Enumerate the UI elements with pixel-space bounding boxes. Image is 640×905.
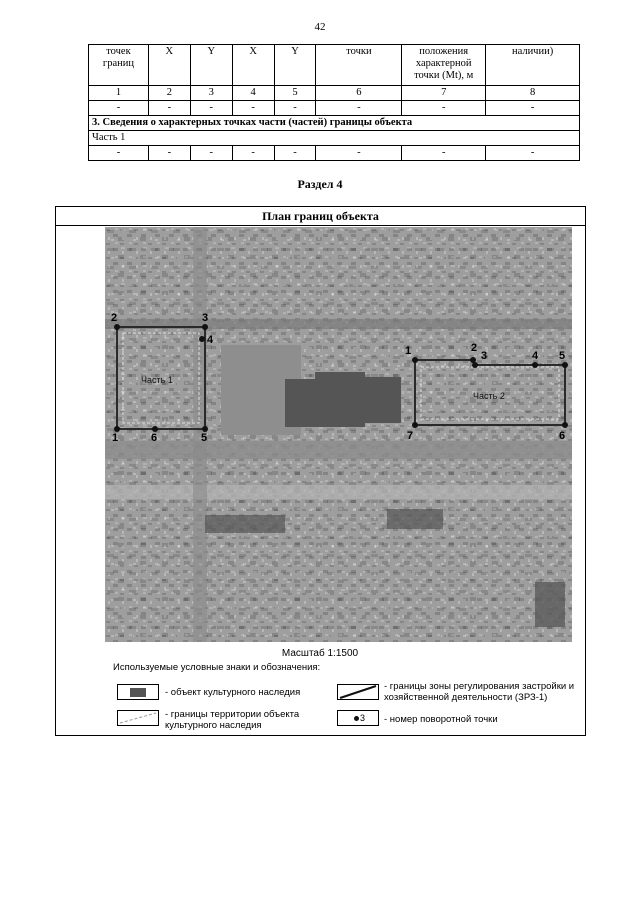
turning-point: 5: [201, 426, 208, 444]
table-cell: -: [273, 145, 317, 161]
table-cell: -: [88, 145, 149, 161]
header-cell: точки: [315, 44, 403, 86]
legend-heading: Используемые условные знаки и обозначени…: [113, 662, 321, 673]
header-cell: точек границ: [88, 44, 149, 86]
header-cell: Y: [189, 44, 233, 86]
table-header-row: точек границ X Y X Y точки положения хар…: [88, 44, 580, 86]
turning-point: 3: [202, 312, 208, 330]
turning-point-swatch: 3: [337, 710, 379, 726]
table-cell: -: [231, 100, 275, 116]
building: [205, 515, 285, 533]
part-label: Часть 1: [88, 130, 580, 146]
road: [193, 227, 207, 642]
table-cell: -: [189, 145, 233, 161]
table-cell: 2: [147, 85, 191, 101]
table-cell: 4: [231, 85, 275, 101]
turning-point: 2: [470, 342, 477, 363]
building: [535, 582, 565, 627]
plan-frame: План границ объекта: [55, 206, 586, 736]
road: [105, 485, 572, 499]
plan-map: 2 3 4 1 6 5 Часть 1 1 2 3 4 5 7 6 Часть …: [105, 227, 572, 642]
turning-point: 2: [111, 312, 120, 330]
table-cell: -: [231, 145, 275, 161]
table-cell: 8: [485, 85, 580, 101]
coordinates-table: точек границ X Y X Y точки положения хар…: [88, 44, 580, 161]
point-label: 6: [151, 432, 157, 444]
heritage-object: [285, 372, 401, 427]
part2-inner: [420, 366, 560, 420]
road: [105, 319, 572, 329]
table-cell: -: [315, 100, 403, 116]
turning-point: 4: [199, 334, 214, 346]
legend-zone-boundary: - границы зоны регулирования застройки и…: [384, 681, 575, 703]
header-cell: положения характерной точки (Mt), м: [401, 44, 487, 86]
turning-point: 6: [151, 426, 158, 444]
legend-heritage-object: - объект культурного наследия: [165, 687, 301, 698]
point-label: 2: [471, 342, 477, 354]
turning-point: 4: [532, 350, 539, 368]
table-row: - - - - - - - -: [88, 100, 580, 116]
territory-boundary-swatch: [117, 710, 159, 726]
header-cell: X: [231, 44, 275, 86]
turning-point: 7: [407, 422, 418, 442]
legend-turning-point: - номер поворотной точки: [384, 714, 498, 725]
road: [105, 441, 572, 459]
heritage-object-swatch: [117, 684, 159, 700]
table-cell: 5: [273, 85, 317, 101]
point-label: 2: [111, 312, 117, 324]
point-label: 4: [532, 350, 539, 362]
turning-point: 6: [559, 422, 568, 442]
map-scale: Масштаб 1:1500: [281, 648, 359, 659]
turning-point: 3: [472, 350, 487, 368]
turning-point: 1: [112, 426, 120, 444]
point-label: 4: [207, 334, 214, 346]
table-cell: -: [147, 100, 191, 116]
section-title: Раздел 4: [297, 177, 343, 191]
building: [387, 509, 443, 529]
table-cell: -: [189, 100, 233, 116]
zone-boundary-swatch: [337, 684, 379, 700]
turning-point: 5: [559, 350, 568, 368]
turning-point-sample: 3: [360, 713, 366, 723]
table-cell: 6: [315, 85, 403, 101]
point-label: 5: [559, 350, 565, 362]
turning-point-dot-icon: [354, 716, 359, 721]
table-row: - - - - - - - -: [88, 145, 580, 161]
point-label: 7: [407, 430, 413, 442]
table-cell: -: [485, 100, 580, 116]
aerial-texture: [105, 227, 572, 642]
table-cell: -: [88, 100, 149, 116]
plan-title: План границ объекта: [56, 207, 585, 226]
table-cell: 3: [189, 85, 233, 101]
table-cell: -: [485, 145, 580, 161]
point-label: 3: [202, 312, 208, 324]
table-cell: 1: [88, 85, 149, 101]
point-label: 5: [201, 432, 207, 444]
table-section-row: 3. Сведения о характерных точках части (…: [88, 115, 580, 131]
table-number-row: 1 2 3 4 5 6 7 8: [88, 85, 580, 101]
legend-territory-boundary: - границы территории объекта культурного…: [165, 709, 300, 731]
header-cell: наличии): [485, 44, 580, 86]
turning-point: 1: [405, 345, 418, 363]
page-number: 42: [314, 21, 326, 33]
point-label: 1: [112, 432, 118, 444]
point-label: 3: [481, 350, 487, 362]
table-cell: -: [147, 145, 191, 161]
part1-inner: [122, 332, 200, 424]
table-cell: 7: [401, 85, 487, 101]
table-cell: -: [273, 100, 317, 116]
point-label: 6: [559, 430, 565, 442]
table-cell: -: [401, 145, 487, 161]
table-cell: -: [315, 145, 403, 161]
part1-label: Часть 1: [141, 375, 173, 385]
part2-label: Часть 2: [473, 391, 505, 401]
point-label: 1: [405, 345, 411, 357]
table-cell: -: [401, 100, 487, 116]
section3-title: 3. Сведения о характерных точках части (…: [88, 115, 580, 131]
header-cell: X: [147, 44, 191, 86]
header-cell: Y: [273, 44, 317, 86]
table-part-row: Часть 1: [88, 130, 580, 146]
